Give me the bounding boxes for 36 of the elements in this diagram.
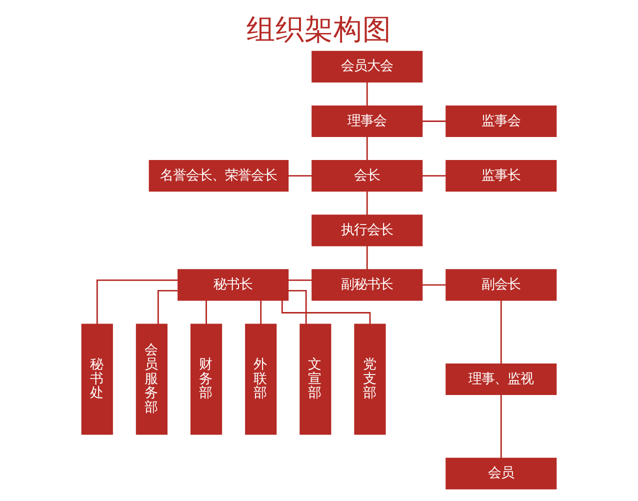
connector bbox=[366, 82, 368, 106]
node-box: 副会长 bbox=[446, 269, 557, 301]
node-box: 副秘书长 bbox=[312, 269, 423, 301]
connector bbox=[422, 120, 446, 122]
connector bbox=[288, 175, 312, 177]
node-box: 文宣部 bbox=[300, 324, 332, 435]
node-box: 名誉会长、荣誉会长 bbox=[148, 160, 289, 192]
connector bbox=[422, 175, 446, 177]
connector bbox=[366, 191, 368, 216]
node-box: 理事、监视 bbox=[446, 363, 557, 396]
connector bbox=[366, 246, 368, 270]
node-box: 会员大会 bbox=[312, 50, 423, 82]
node-box: 秘书处 bbox=[81, 324, 113, 435]
node-box: 监事长 bbox=[446, 160, 557, 192]
node-box: 执行会长 bbox=[312, 214, 423, 246]
connector bbox=[288, 290, 307, 324]
node-box: 秘书长 bbox=[178, 269, 289, 301]
node-box: 会员 bbox=[446, 458, 557, 490]
connector bbox=[500, 300, 502, 364]
connector bbox=[500, 394, 502, 458]
connector bbox=[157, 290, 178, 324]
node-box: 理事会 bbox=[312, 105, 423, 138]
node-box: 监事会 bbox=[446, 105, 557, 138]
node-box: 会长 bbox=[312, 160, 423, 192]
node-box: 党支部 bbox=[354, 324, 386, 435]
connector bbox=[281, 300, 371, 324]
connector bbox=[288, 279, 312, 281]
node-box: 会员服务部 bbox=[136, 324, 168, 435]
diagram-title: 组织架构图 bbox=[246, 12, 392, 46]
connector bbox=[422, 284, 446, 286]
connector bbox=[96, 279, 178, 324]
connector bbox=[366, 136, 368, 160]
node-box: 财务部 bbox=[190, 324, 222, 435]
connector bbox=[260, 300, 262, 324]
node-box: 外联部 bbox=[245, 324, 277, 435]
connector bbox=[206, 300, 207, 324]
